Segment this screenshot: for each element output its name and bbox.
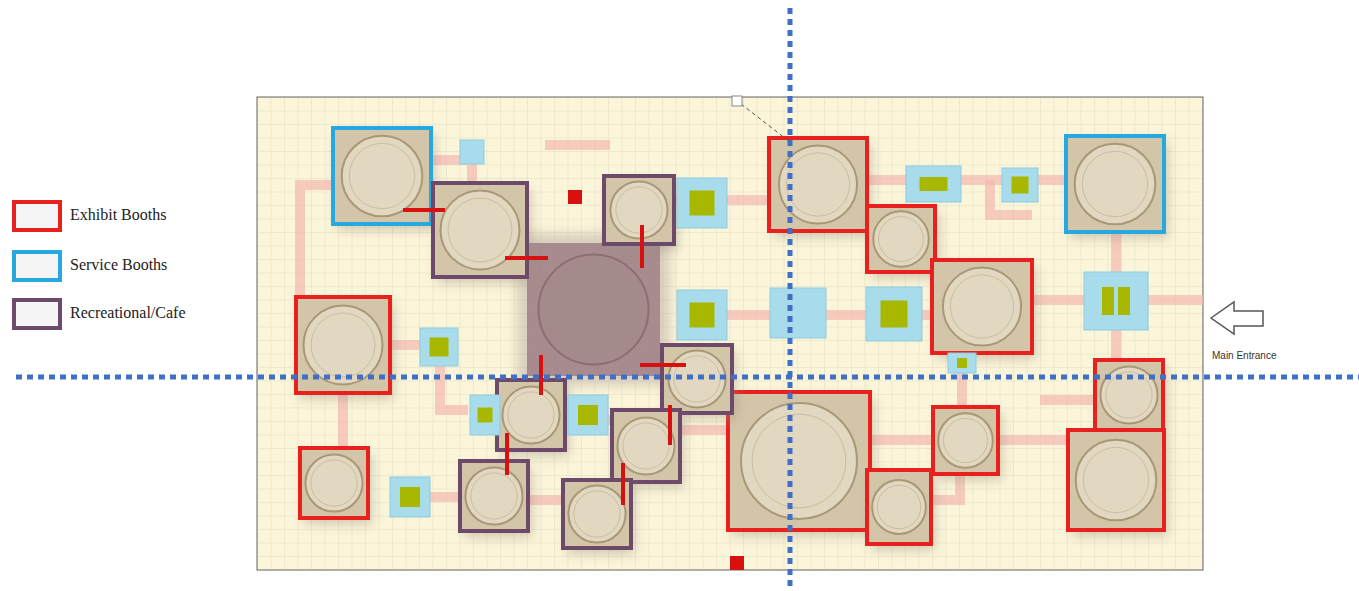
walkway <box>528 495 563 505</box>
legend-swatch <box>12 298 62 330</box>
booth <box>1068 430 1168 536</box>
entry-tab <box>640 363 686 367</box>
booth <box>867 206 939 278</box>
walkway <box>961 175 1002 185</box>
service-kiosk <box>677 178 727 228</box>
service-kiosk <box>460 140 484 164</box>
booth <box>296 297 394 399</box>
service-kiosk <box>948 353 976 373</box>
booth <box>1095 360 1167 436</box>
service-kiosk <box>906 166 961 202</box>
booth <box>867 470 935 550</box>
service-kiosk <box>866 287 922 341</box>
booth <box>1066 136 1168 238</box>
booth <box>333 128 435 230</box>
entry-tab <box>539 355 543 395</box>
walkway <box>998 435 1068 445</box>
entry-tab <box>403 208 445 212</box>
walkway <box>300 185 333 240</box>
entry-tab <box>505 256 548 260</box>
legend-swatch <box>12 250 62 282</box>
walkway <box>727 310 770 320</box>
plaza-circle <box>539 255 649 365</box>
walkway <box>957 353 967 407</box>
service-kiosk <box>677 290 727 340</box>
legend-swatch <box>12 200 62 232</box>
entrance-arrow <box>1211 302 1263 334</box>
entry-tab <box>668 405 672 445</box>
walkway <box>390 340 420 350</box>
walkway <box>430 492 460 502</box>
booth <box>932 260 1036 359</box>
entry-tab <box>505 433 509 475</box>
red-marker <box>568 190 582 204</box>
walkway <box>1111 330 1121 360</box>
service-kiosk <box>1084 272 1148 330</box>
walkway <box>1038 175 1066 185</box>
service-kiosk <box>1002 168 1038 202</box>
walkway <box>1032 295 1084 305</box>
booth <box>460 461 532 537</box>
walkway <box>867 175 906 185</box>
walkway <box>870 435 933 445</box>
walkway <box>1148 295 1203 305</box>
booth <box>300 448 372 524</box>
walkway <box>440 366 468 410</box>
booth <box>433 183 531 283</box>
axis-line <box>16 375 1359 380</box>
walkway <box>1040 395 1095 405</box>
service-kiosk <box>568 395 608 435</box>
legend-label: Exhibit Booths <box>70 206 166 224</box>
floor <box>257 97 1203 570</box>
legend-label: Recreational/Cafe <box>70 304 186 322</box>
booth <box>662 345 736 419</box>
booth <box>728 392 874 536</box>
pin-marker <box>732 96 742 106</box>
walkway <box>826 310 866 320</box>
walkway <box>545 140 610 150</box>
axis-line <box>788 8 793 591</box>
booth <box>769 138 871 237</box>
dashed-leader <box>741 104 790 142</box>
entrance-label: Main Entrance <box>1212 350 1276 361</box>
service-kiosk <box>390 477 430 517</box>
service-kiosk <box>420 328 458 366</box>
service-kiosk <box>470 395 500 435</box>
walkway <box>295 240 305 297</box>
entry-tab <box>640 225 644 268</box>
entry-tab <box>621 463 625 505</box>
red-marker <box>730 556 744 570</box>
walkway <box>338 393 348 448</box>
booth <box>933 407 1002 480</box>
legend-label: Service Booths <box>70 256 167 274</box>
service-kiosk <box>770 288 826 338</box>
walkway <box>680 425 728 435</box>
